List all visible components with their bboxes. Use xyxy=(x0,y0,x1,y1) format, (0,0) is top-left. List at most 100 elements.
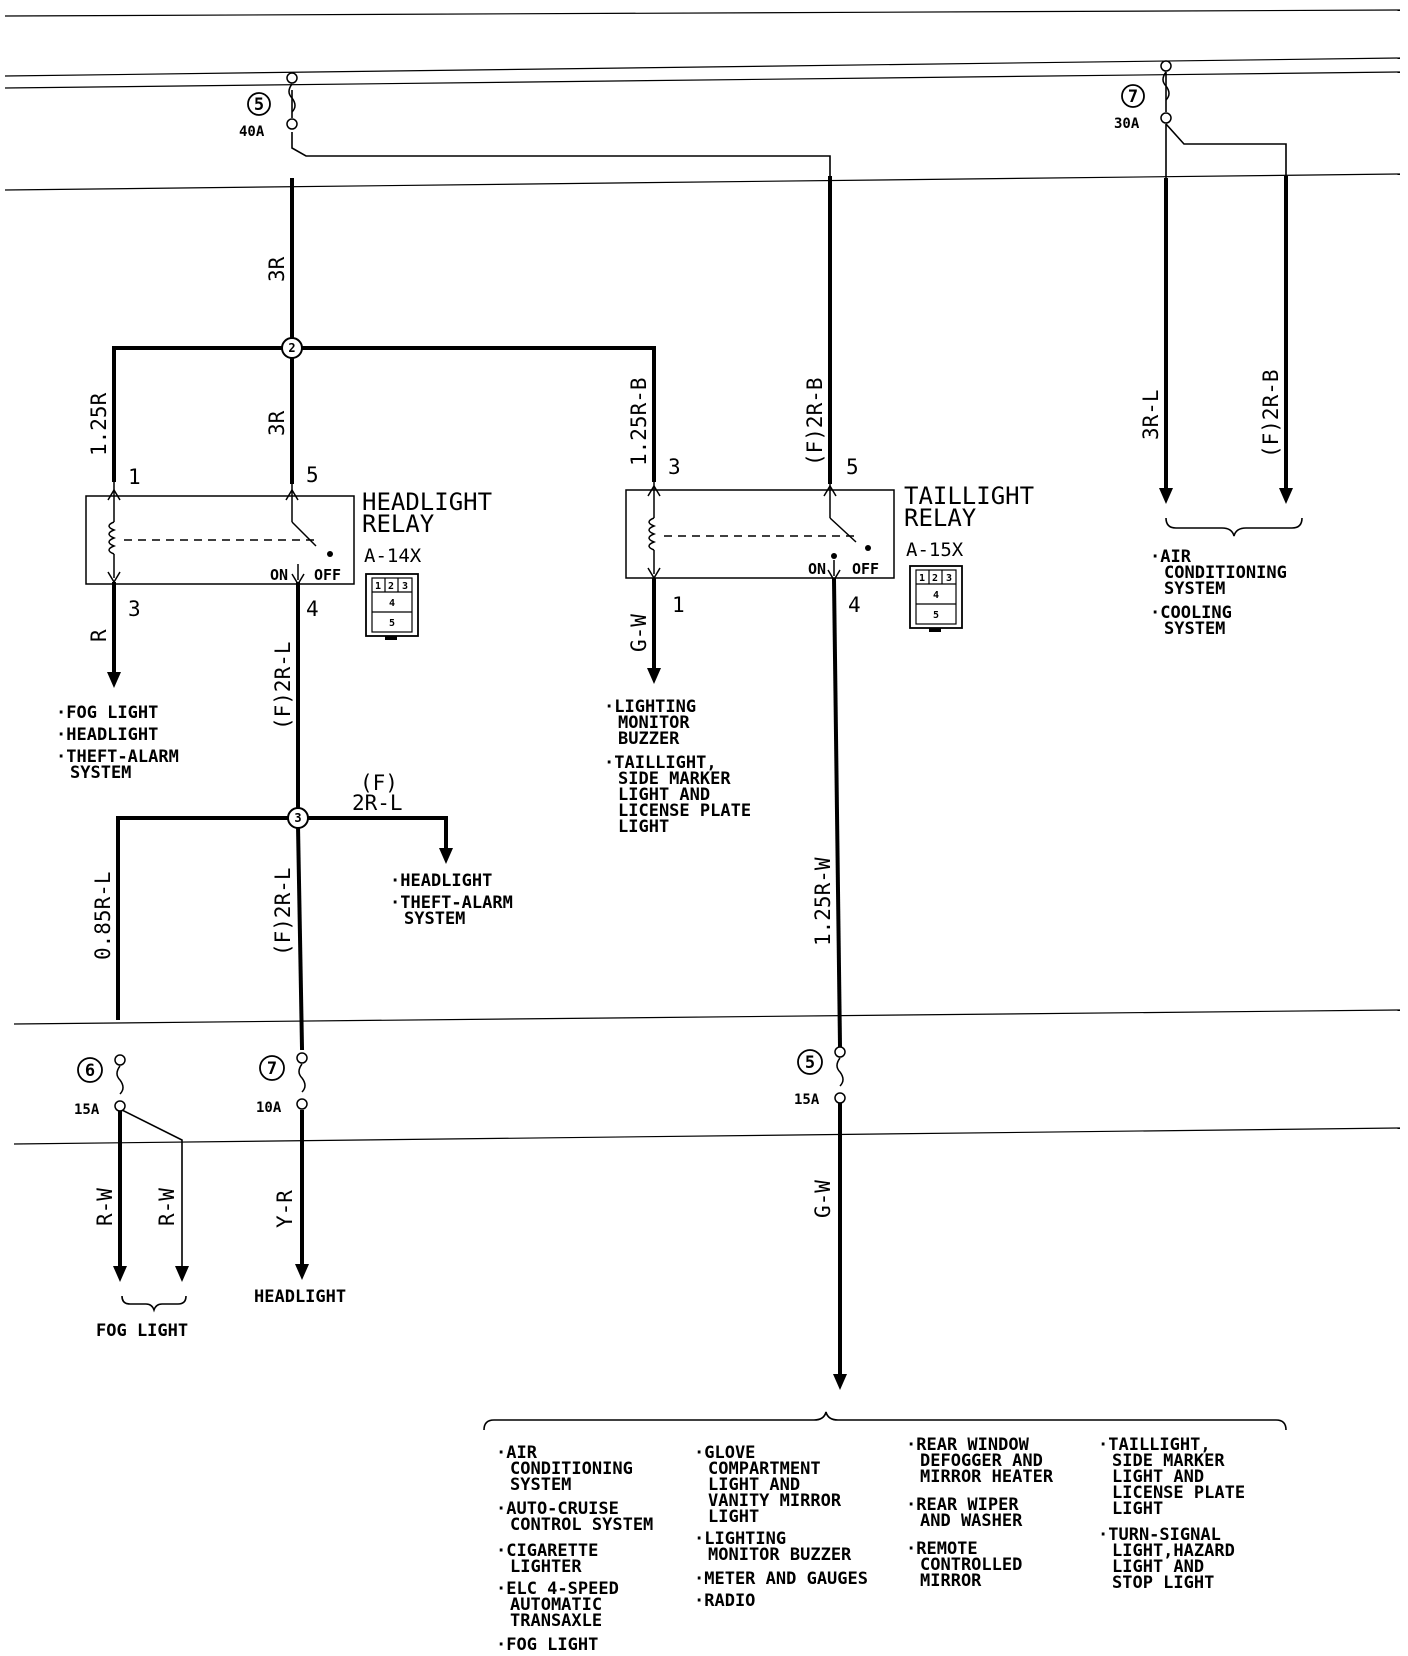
taillight-relay: ON OFF 3 5 1 4 TAILLIGHT RELAY A-15X 1 2… xyxy=(625,455,1034,632)
svg-text:LIGHT AND: LIGHT AND xyxy=(618,785,710,805)
svg-text:·AUTO-CRUISE: ·AUTO-CRUISE xyxy=(496,1499,619,1519)
dest-headlight: HEADLIGHT xyxy=(254,1287,346,1307)
svg-text:MONITOR: MONITOR xyxy=(618,713,690,733)
svg-text:MONITOR BUZZER: MONITOR BUZZER xyxy=(708,1545,852,1565)
svg-text:SYSTEM: SYSTEM xyxy=(510,1475,571,1495)
fuse-headlight-10a: 7 10A xyxy=(256,1052,308,1116)
svg-text:·ELC 4-SPEED: ·ELC 4-SPEED xyxy=(496,1579,619,1599)
fuse-amperage: 10A xyxy=(256,1100,282,1116)
dest-fog-light: FOG LIGHT xyxy=(96,1321,188,1341)
wire-label: (F)2R-L xyxy=(271,867,295,956)
svg-text:·TURN-SIGNAL: ·TURN-SIGNAL xyxy=(1098,1525,1221,1545)
connector-icon: 1 2 3 4 5 xyxy=(909,565,963,632)
svg-text:5: 5 xyxy=(389,618,395,629)
dest-bottom-col1: ·AIR CONDITIONING SYSTEM ·AUTO-CRUISE CO… xyxy=(496,1443,653,1655)
wire-label: 3R xyxy=(265,256,289,282)
fuse-number: 7 xyxy=(267,1059,277,1079)
svg-text:MIRROR HEATER: MIRROR HEATER xyxy=(920,1467,1054,1487)
svg-text:·COOLING: ·COOLING xyxy=(1150,603,1232,623)
svg-text:COMPARTMENT: COMPARTMENT xyxy=(708,1459,821,1479)
svg-text:·LIGHTING: ·LIGHTING xyxy=(604,697,696,717)
dest-branch-out: ·HEADLIGHT ·THEFT-ALARM SYSTEM xyxy=(390,871,513,929)
wire-label: 1.25R xyxy=(87,392,111,456)
pin-label: 5 xyxy=(306,463,319,487)
junction-node-3: 3 xyxy=(287,807,309,829)
switch-off-label: OFF xyxy=(314,566,341,584)
wire-label: (F)2R-L xyxy=(271,641,295,730)
svg-text:TRANSAXLE: TRANSAXLE xyxy=(510,1611,602,1631)
svg-text:·LIGHTING: ·LIGHTING xyxy=(694,1529,786,1549)
svg-text:SYSTEM: SYSTEM xyxy=(1164,579,1225,599)
fuse-number: 6 xyxy=(85,1061,95,1081)
pin-label: 4 xyxy=(306,597,319,621)
fuse-number: 7 xyxy=(1128,87,1138,107)
headlight-relay: ON OFF 1 5 3 4 HEADLIGHT RELAY A-14X 1 2… xyxy=(85,463,492,640)
fuse-amperage: 15A xyxy=(74,1102,100,1118)
svg-text:SYSTEM: SYSTEM xyxy=(1164,619,1225,639)
svg-text:CONDITIONING: CONDITIONING xyxy=(510,1459,633,1479)
svg-text:5: 5 xyxy=(933,610,939,621)
wire-label: 3R xyxy=(265,410,289,436)
pin-label: 1 xyxy=(128,465,141,489)
wire-label: 1.25R-B xyxy=(627,377,651,466)
pin-label: 3 xyxy=(128,597,141,621)
fuse-number: 5 xyxy=(805,1053,815,1073)
wire-label: (F) xyxy=(360,771,398,795)
pin-label: 1 xyxy=(672,593,685,617)
connector-icon: 1 2 3 4 5 xyxy=(365,573,419,640)
wire-label: Y-R xyxy=(273,1190,297,1228)
svg-text:VANITY MIRROR: VANITY MIRROR xyxy=(708,1491,842,1511)
wire-label: 3R-L xyxy=(1139,389,1163,440)
svg-text:LIGHT AND: LIGHT AND xyxy=(1112,1557,1204,1577)
wire-labels: 3R 1.25R 3R 1.25R-B (F)2R-B 3R-L (F)2R-B… xyxy=(87,256,1283,1228)
dest-bottom-col4: ·TAILLIGHT, SIDE MARKER LIGHT AND LICENS… xyxy=(1098,1435,1245,1593)
svg-text:SYSTEM: SYSTEM xyxy=(70,763,131,783)
svg-text:·HEADLIGHT: ·HEADLIGHT xyxy=(56,725,158,745)
svg-text:·THEFT-ALARM: ·THEFT-ALARM xyxy=(56,747,179,767)
wire-label: G-W xyxy=(627,614,651,652)
svg-text:3: 3 xyxy=(294,811,301,825)
svg-text:LIGHT AND: LIGHT AND xyxy=(708,1475,800,1495)
relay-title: TAILLIGHT xyxy=(904,482,1034,510)
svg-text:·AIR: ·AIR xyxy=(1150,547,1192,567)
svg-text:CONDITIONING: CONDITIONING xyxy=(1164,563,1287,583)
svg-text:·REAR WINDOW: ·REAR WINDOW xyxy=(906,1435,1030,1455)
junction-node-2: 2 xyxy=(281,337,303,359)
svg-text:·RADIO: ·RADIO xyxy=(694,1591,755,1611)
svg-text:LIGHT,HAZARD: LIGHT,HAZARD xyxy=(1112,1541,1235,1561)
wire-label: 0.85R-L xyxy=(91,871,115,960)
pin-label: 5 xyxy=(846,455,859,479)
svg-text:LIGHT: LIGHT xyxy=(708,1507,759,1527)
dest-bottom-col2: ·GLOVE COMPARTMENT LIGHT AND VANITY MIRR… xyxy=(694,1443,868,1611)
svg-text:·FOG LIGHT: ·FOG LIGHT xyxy=(496,1635,598,1655)
arrowheads xyxy=(107,488,1293,1390)
relay-title: RELAY xyxy=(362,510,435,538)
svg-text:SIDE MARKER: SIDE MARKER xyxy=(618,769,731,789)
dest-bottom-col3: ·REAR WINDOW DEFOGGER AND MIRROR HEATER … xyxy=(906,1435,1054,1591)
svg-text:2: 2 xyxy=(288,341,295,355)
wire-label: R-W xyxy=(155,1188,179,1226)
svg-text:BUZZER: BUZZER xyxy=(618,729,680,749)
svg-text:2: 2 xyxy=(388,581,394,592)
svg-text:MIRROR: MIRROR xyxy=(920,1571,982,1591)
svg-text:·THEFT-ALARM: ·THEFT-ALARM xyxy=(390,893,513,913)
svg-text:CONTROLLED: CONTROLLED xyxy=(920,1555,1022,1575)
switch-off-label: OFF xyxy=(852,560,879,578)
svg-text:·HEADLIGHT: ·HEADLIGHT xyxy=(390,871,492,891)
switch-on-label: ON xyxy=(270,566,288,584)
thick-wires xyxy=(112,176,1288,1380)
connector-code: A-14X xyxy=(364,545,422,567)
svg-text:AUTOMATIC: AUTOMATIC xyxy=(510,1595,602,1615)
svg-text:·METER AND GAUGES: ·METER AND GAUGES xyxy=(694,1569,868,1589)
fuse-number: 5 xyxy=(254,95,264,115)
svg-text:3: 3 xyxy=(946,573,952,584)
dest-headlight-relay-out: ·FOG LIGHT ·HEADLIGHT ·THEFT-ALARM SYSTE… xyxy=(56,703,179,783)
svg-text:·GLOVE: ·GLOVE xyxy=(694,1443,755,1463)
pin-label: 3 xyxy=(668,455,681,479)
wire-label: R xyxy=(87,629,111,642)
braces xyxy=(121,517,1303,1431)
wire-label: G-W xyxy=(811,1180,835,1218)
svg-text:4: 4 xyxy=(933,590,939,601)
fuse-amperage: 15A xyxy=(794,1092,820,1108)
fuse-40a: 5 40A xyxy=(239,72,298,140)
